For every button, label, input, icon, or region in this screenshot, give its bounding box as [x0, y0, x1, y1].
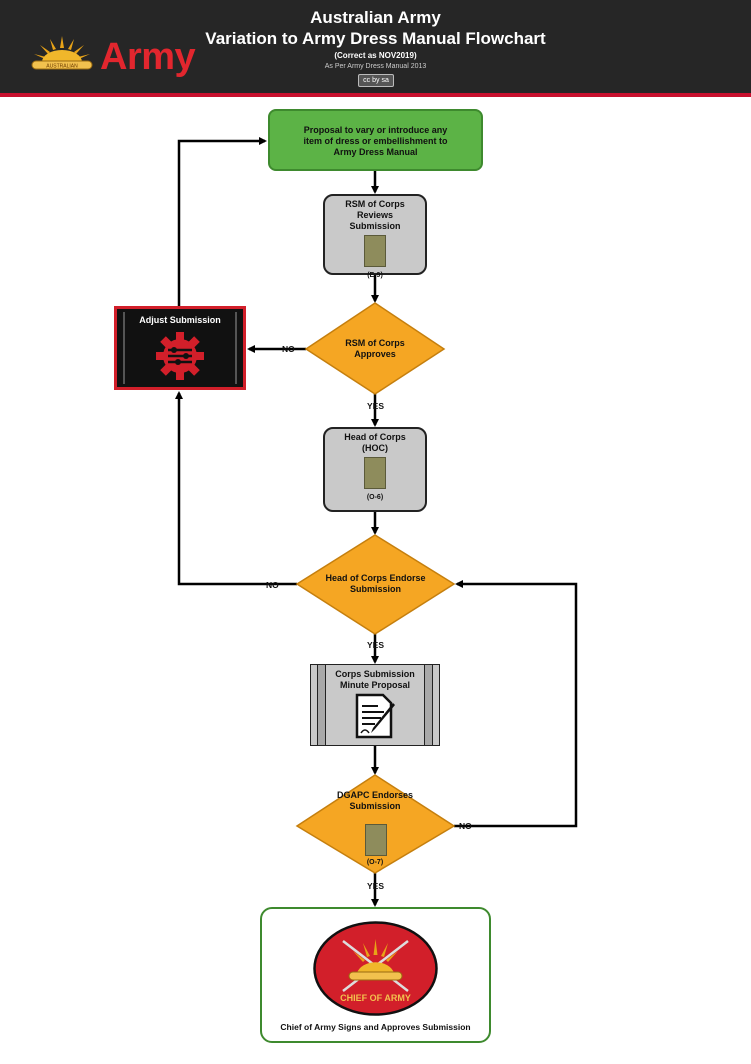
page-title: Australian Army [310, 8, 441, 27]
rsm-approves-label: RSM of Corps Approves [345, 338, 405, 359]
army-rising-sun-icon: AUSTRALIAN [31, 36, 93, 70]
hoc-rank-label: (O-6) [366, 494, 384, 501]
army-logo-text: Army [100, 36, 196, 78]
source-reference: As Per Army Dress Manual 2013 [324, 63, 427, 70]
edge-label-no: NO [282, 344, 295, 354]
chief-of-army-emblem-icon: CHIEF OF ARMY [313, 921, 438, 1016]
start-node: Proposal to vary or introduce any item o… [268, 109, 483, 171]
edge-label-yes: YES [367, 881, 385, 891]
edge-label-no: NO [459, 821, 472, 831]
edge-label-yes: YES [367, 401, 385, 411]
rank-insignia-icon [364, 235, 386, 267]
adjust-left-stripe [123, 312, 125, 384]
dgapc-rank-label: (O-7) [366, 859, 384, 866]
decision-hoc-endorse [295, 534, 456, 635]
document-edit-icon [355, 693, 395, 739]
decision-rsm-approves [304, 302, 446, 395]
header-accent-line [0, 93, 751, 97]
adjust-right-stripe [235, 312, 237, 384]
logo-banner-text: AUSTRALIAN [46, 64, 78, 70]
rsm-review-label: RSM of Corps Reviews Submission [345, 199, 405, 231]
hoc-node: Head of Corps (HOC) (O-6) [323, 427, 427, 512]
creative-commons-icon: cc by sa [358, 74, 394, 87]
minute-proposal-node: Corps Submission Minute Proposal [310, 664, 440, 746]
hoc-endorse-label: Head of Corps Endorse Submission [325, 573, 426, 594]
hoc-label: Head of Corps (HOC) [344, 432, 406, 453]
adjust-submission-label: Adjust Submission [139, 315, 221, 325]
edge-label-yes: YES [367, 640, 385, 650]
page-subtitle: Variation to Army Dress Manual Flowchart [205, 29, 546, 48]
rsm-review-node: RSM of Corps Reviews Submission (E-9) [323, 194, 427, 279]
adjust-submission-node: Adjust Submission [114, 306, 246, 390]
edge-label-no: NO [266, 580, 279, 590]
rank-insignia-icon [364, 457, 386, 489]
revision-date: (Correct as NOV2019) [334, 51, 417, 60]
end-node: CHIEF OF ARMY Chief of Army Signs and Ap… [260, 907, 491, 1043]
edge-adjust-to-start [177, 137, 267, 306]
rsm-rank-label: (E-9) [367, 272, 383, 279]
gear-settings-icon [156, 332, 204, 380]
dgapc-label: DGAPC Endorses Submission [336, 790, 414, 811]
edge-hoc-no [175, 391, 297, 586]
rank-insignia-icon [365, 824, 387, 856]
emblem-caption: CHIEF OF ARMY [340, 993, 411, 1003]
end-node-label: Chief of Army Signs and Approves Submiss… [280, 1022, 471, 1032]
minute-proposal-label: Corps Submission Minute Proposal [335, 669, 415, 690]
start-node-label: Proposal to vary or introduce any item o… [303, 125, 448, 157]
minute-right-bar [424, 665, 433, 745]
minute-left-bar [317, 665, 326, 745]
edge-dgapc-no [454, 580, 578, 828]
